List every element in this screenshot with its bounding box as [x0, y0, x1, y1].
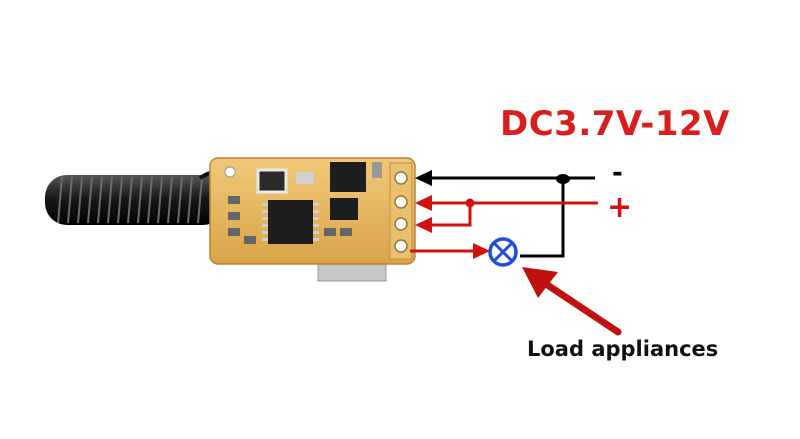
- rf-receiver-module-icon: [209, 157, 416, 282]
- positive-arrowhead-2: [415, 217, 432, 233]
- positive-terminal-label: +: [607, 190, 633, 225]
- positive-wire: [410, 201, 598, 253]
- voltage-title: DC3.7V-12V: [500, 104, 730, 144]
- load-caption: Load appliances: [527, 337, 719, 361]
- pointer-arrow: [522, 267, 622, 336]
- negative-terminal-label: -: [612, 158, 623, 188]
- coil-antenna-icon: [45, 168, 233, 225]
- positive-arrowhead: [415, 195, 432, 211]
- lamp-icon: [488, 237, 518, 267]
- negative-arrowhead: [415, 170, 432, 186]
- negative-junction: [556, 174, 570, 184]
- load-arrowhead: [473, 243, 490, 259]
- positive-junction: [465, 198, 475, 208]
